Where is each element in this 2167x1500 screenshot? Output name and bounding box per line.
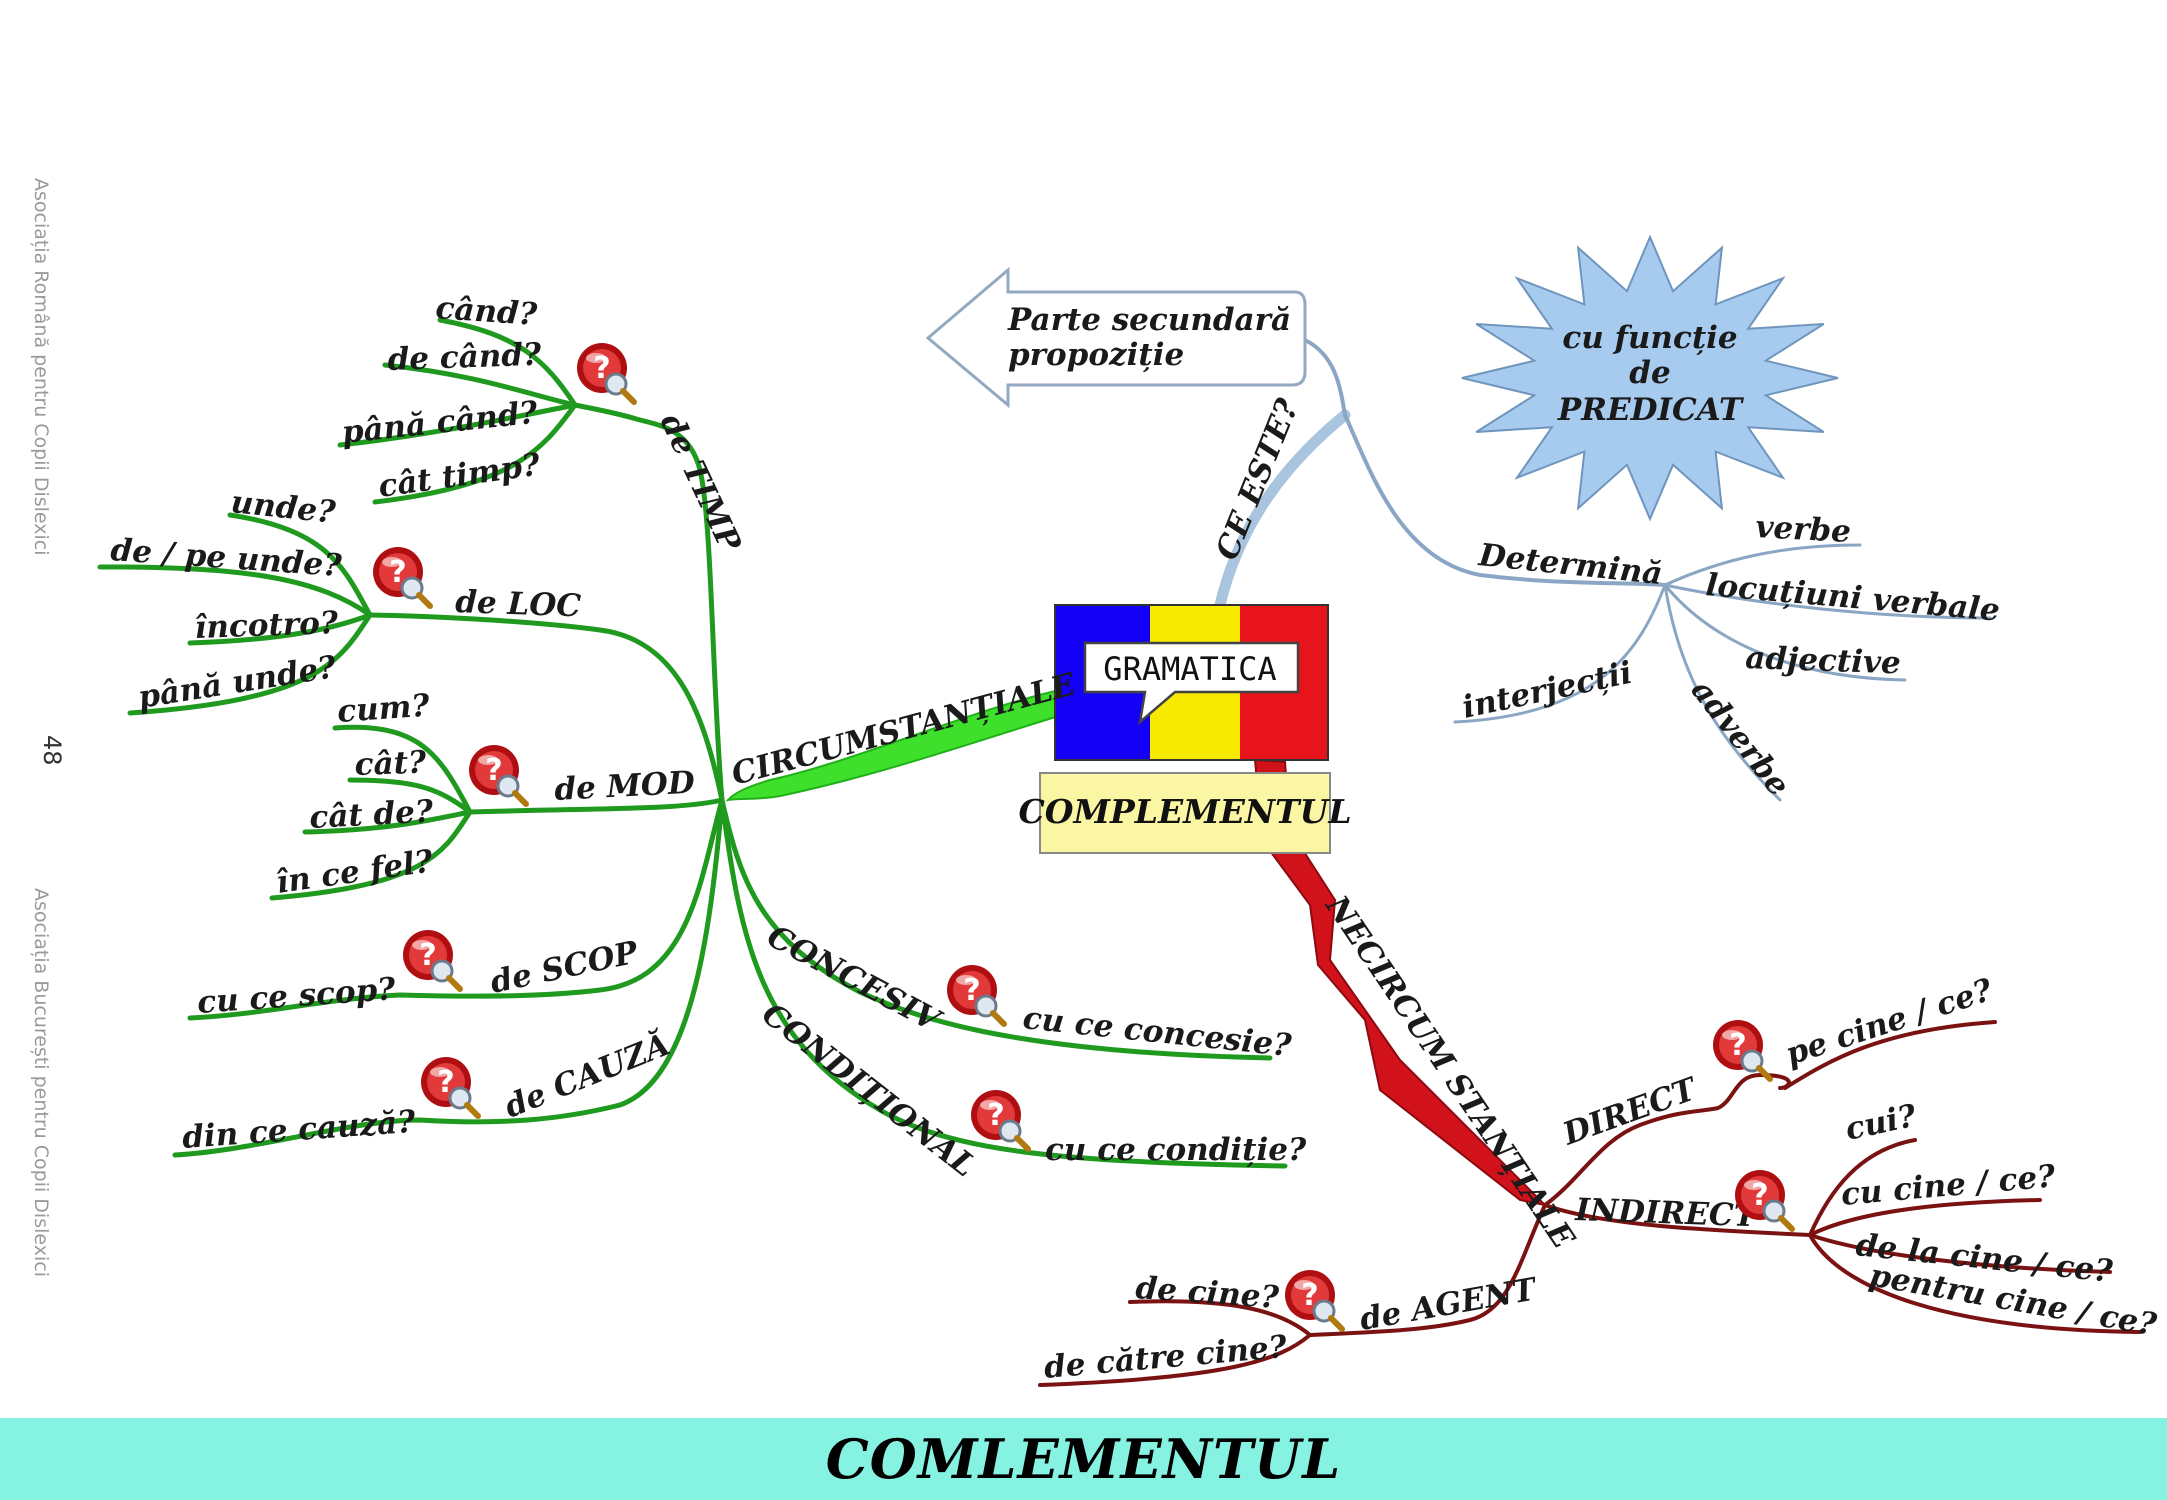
circumstantiale-label: CIRCUMSTANȚIALE — [728, 666, 1080, 793]
mod-q3: cât de? — [309, 794, 435, 836]
question-magnifier-icon — [421, 1057, 478, 1116]
cauza-q1: din ce cauză? — [181, 1104, 417, 1156]
star-line-2: de — [1629, 355, 1670, 391]
arrow-line-2: propoziție — [1008, 337, 1184, 373]
loc-q4: până unde? — [136, 649, 340, 716]
determina-adverbe: adverbe — [1684, 673, 1797, 803]
question-magnifier-icon — [577, 343, 634, 402]
timp-q3: până când? — [340, 395, 540, 451]
timp-q4: cât timp? — [376, 446, 543, 504]
predicat-star: cu funcție de PREDICAT — [1461, 234, 1839, 522]
direct-q1: pe cine / ce? — [1781, 972, 1997, 1073]
red-branches — [1038, 1020, 2142, 1387]
question-magnifier-icon — [971, 1090, 1028, 1149]
timp-q2: de când? — [387, 337, 543, 378]
arrow-line-1: Parte secundară — [1007, 302, 1291, 338]
footer-title: COMLEMENTUL — [825, 1427, 1342, 1491]
sidebar-text-top: Asociația Română pentru Copii Dislexici — [30, 178, 52, 556]
scop-label: de SCOP — [487, 934, 642, 1001]
direct-label: DIRECT — [1557, 1071, 1702, 1153]
ce-este-label: CE ESTE? — [1209, 393, 1306, 565]
question-magnifier-icon — [469, 745, 526, 804]
center-node: GRAMATICA COMPLEMENTUL — [1018, 604, 1352, 854]
definition-arrow: Parte secundară propoziție — [925, 266, 1307, 409]
timp-label: de TIMP — [653, 408, 749, 558]
necircumstantiale-label: NECIRCUM STANȚIALE — [1318, 889, 1582, 1256]
determina-interjectii: interjecții — [1459, 655, 1635, 726]
circumstantiale-main-branch — [725, 688, 1064, 802]
determina-adjective: adjective — [1745, 640, 1902, 681]
timp-q1: când? — [434, 290, 538, 333]
loc-label: de LOC — [455, 584, 582, 624]
conditional-q1: cu ce condiție? — [1045, 1132, 1307, 1168]
center-badge: GRAMATICA — [1103, 650, 1276, 688]
mod-q1: cum? — [336, 688, 431, 730]
footer-bar: COMLEMENTUL — [0, 1418, 2167, 1500]
determina-verbe: verbe — [1755, 509, 1852, 550]
scop-q1: cu ce scop? — [196, 971, 397, 1021]
blue-branches — [1214, 338, 1992, 802]
agent-label: de AGENT — [1357, 1271, 1540, 1338]
mod-label: de MOD — [554, 765, 696, 808]
loc-q1: unde? — [229, 484, 338, 531]
mod-q2: cât? — [354, 744, 427, 783]
determina-locutiuni: locuțiuni verbale — [1704, 567, 2001, 629]
agent-q1: de cine? — [1134, 1270, 1280, 1316]
question-magnifier-icon — [403, 930, 460, 989]
center-title: COMPLEMENTUL — [1018, 792, 1351, 831]
star-line-3: PREDICAT — [1557, 392, 1744, 428]
page-number: 48 — [38, 735, 66, 766]
question-magnifier-icon — [373, 547, 430, 606]
loc-q3: încotro? — [194, 605, 339, 646]
question-magnifier-icon — [1713, 1020, 1770, 1079]
sidebar-text-bottom: Asociația București pentru Copii Dislexi… — [30, 888, 52, 1277]
mod-q4: în ce fel? — [274, 843, 436, 901]
star-line-1: cu funcție — [1562, 320, 1737, 356]
green-branches — [97, 317, 1288, 1169]
question-magnifier-icon — [947, 965, 1004, 1024]
indirect-label: INDIRECT — [1574, 1192, 1759, 1234]
question-magnifier-icon — [1285, 1270, 1342, 1329]
